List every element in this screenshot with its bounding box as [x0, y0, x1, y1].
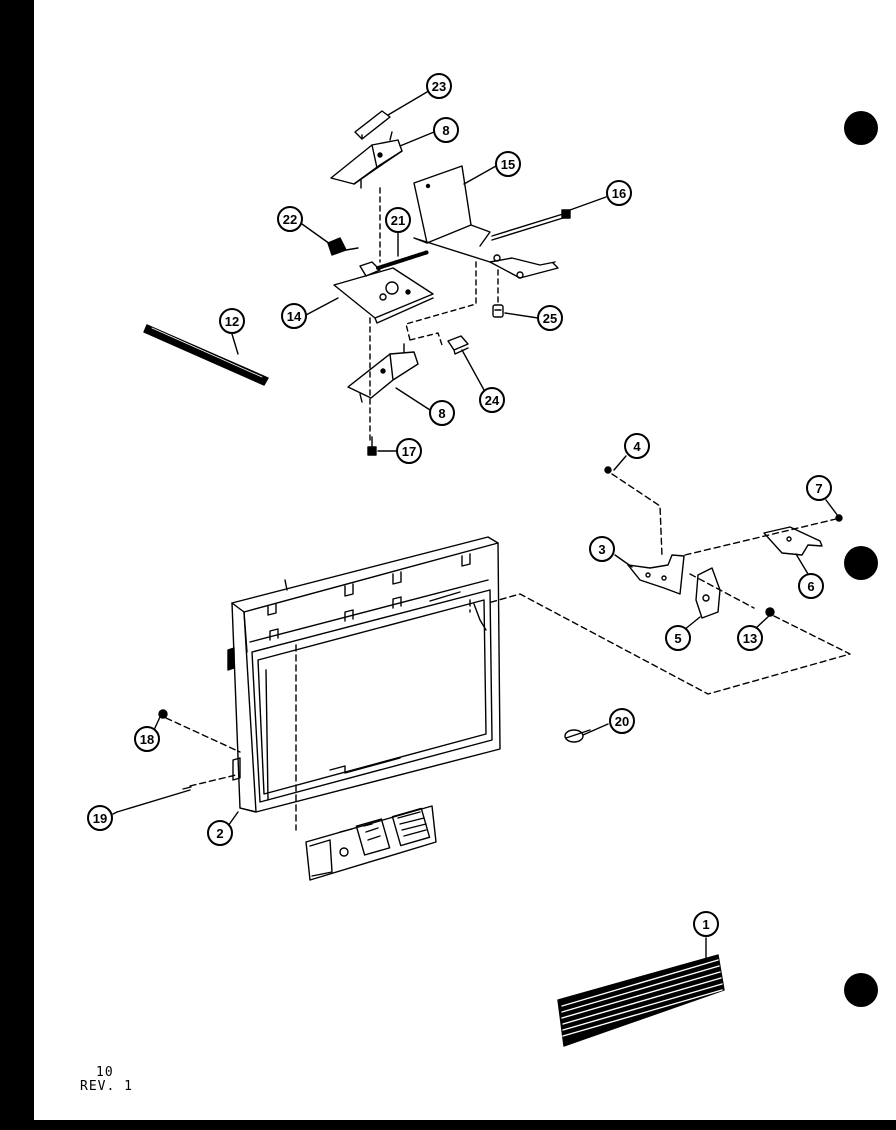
callout-13: 13	[737, 625, 763, 651]
binding-edge	[0, 0, 34, 1130]
part-24-switch	[447, 335, 469, 355]
part-23-plate	[354, 110, 391, 140]
callout-25: 25	[537, 305, 563, 331]
svg-text:13: 13	[743, 631, 757, 646]
part-17-screw	[367, 436, 377, 456]
svg-text:25: 25	[543, 311, 557, 326]
assembly-lines-upper	[369, 187, 499, 441]
callout-20: 20	[609, 708, 635, 734]
svg-text:16: 16	[612, 186, 626, 201]
callout-7: 7	[806, 475, 832, 501]
part-5-hinge	[695, 567, 721, 619]
part-15-bracket	[413, 165, 559, 279]
part-1-grille	[557, 954, 725, 1047]
part-16-screw	[491, 209, 571, 241]
page-number: 10	[96, 1065, 114, 1080]
part-20-clip	[564, 729, 591, 743]
callout-4: 4	[624, 433, 650, 459]
part-13-nut	[765, 607, 775, 617]
punch-hole-middle	[844, 546, 878, 580]
part-8-switch-lower	[347, 343, 419, 403]
svg-text:8: 8	[438, 406, 445, 421]
assembly-lines-frame	[165, 599, 471, 831]
part-25-screw	[492, 304, 504, 318]
control-panel	[305, 805, 437, 881]
punch-hole-bottom	[844, 973, 878, 1007]
svg-text:21: 21	[391, 213, 405, 228]
callout-17: 17	[396, 438, 422, 464]
part-12-strip	[143, 324, 269, 386]
part-4-screw	[604, 466, 612, 474]
svg-text:5: 5	[674, 631, 681, 646]
callout-23: 23	[426, 73, 452, 99]
part-6-hinge-plate	[763, 526, 823, 556]
callout-19: 19	[87, 805, 113, 831]
callout-15: 15	[495, 151, 521, 177]
callout-leaders	[112, 91, 839, 961]
part-18-screw	[158, 709, 168, 719]
svg-text:24: 24	[485, 393, 500, 408]
page-footer: 10 REV. 1	[80, 1066, 133, 1094]
callout-5: 5	[665, 625, 691, 651]
punch-hole-top	[844, 111, 878, 145]
callout-1: 1	[693, 911, 719, 937]
part-21-spring	[376, 250, 430, 270]
svg-text:19: 19	[93, 811, 107, 826]
callout-14: 14	[281, 303, 307, 329]
callout-6: 6	[798, 573, 824, 599]
part-3-hinge-bracket	[627, 554, 685, 595]
svg-text:7: 7	[815, 481, 822, 496]
callout-2: 2	[207, 820, 233, 846]
svg-text:23: 23	[432, 79, 446, 94]
callout-3: 3	[589, 536, 615, 562]
svg-text:14: 14	[287, 309, 302, 324]
svg-text:22: 22	[283, 212, 297, 227]
part-8-switch-upper	[330, 131, 403, 189]
callout-8-upper: 8	[433, 117, 459, 143]
svg-text:3: 3	[598, 542, 605, 557]
svg-text:17: 17	[402, 444, 416, 459]
callout-18: 18	[134, 726, 160, 752]
callout-16: 16	[606, 180, 632, 206]
svg-text:1: 1	[702, 917, 709, 932]
callout-8-lower: 8	[429, 400, 455, 426]
callout-24: 24	[479, 387, 505, 413]
part-22-bracket	[327, 237, 359, 256]
svg-text:12: 12	[225, 314, 239, 329]
callout-22: 22	[277, 206, 303, 232]
svg-text:8: 8	[442, 123, 449, 138]
part-14-plate	[333, 261, 434, 324]
assembly-lines-hinge	[487, 473, 851, 695]
part-19-screw	[116, 786, 192, 813]
svg-text:20: 20	[615, 714, 629, 729]
svg-text:18: 18	[140, 732, 154, 747]
callout-21: 21	[385, 207, 411, 233]
svg-text:2: 2	[216, 826, 223, 841]
bottom-edge	[0, 1120, 896, 1130]
revision-label: REV. 1	[80, 1079, 133, 1094]
callout-12: 12	[219, 308, 245, 334]
svg-text:4: 4	[633, 439, 641, 454]
svg-text:15: 15	[501, 157, 515, 172]
svg-text:6: 6	[807, 579, 814, 594]
part-7-screw	[835, 514, 843, 522]
part-2-door-frame	[227, 536, 501, 813]
